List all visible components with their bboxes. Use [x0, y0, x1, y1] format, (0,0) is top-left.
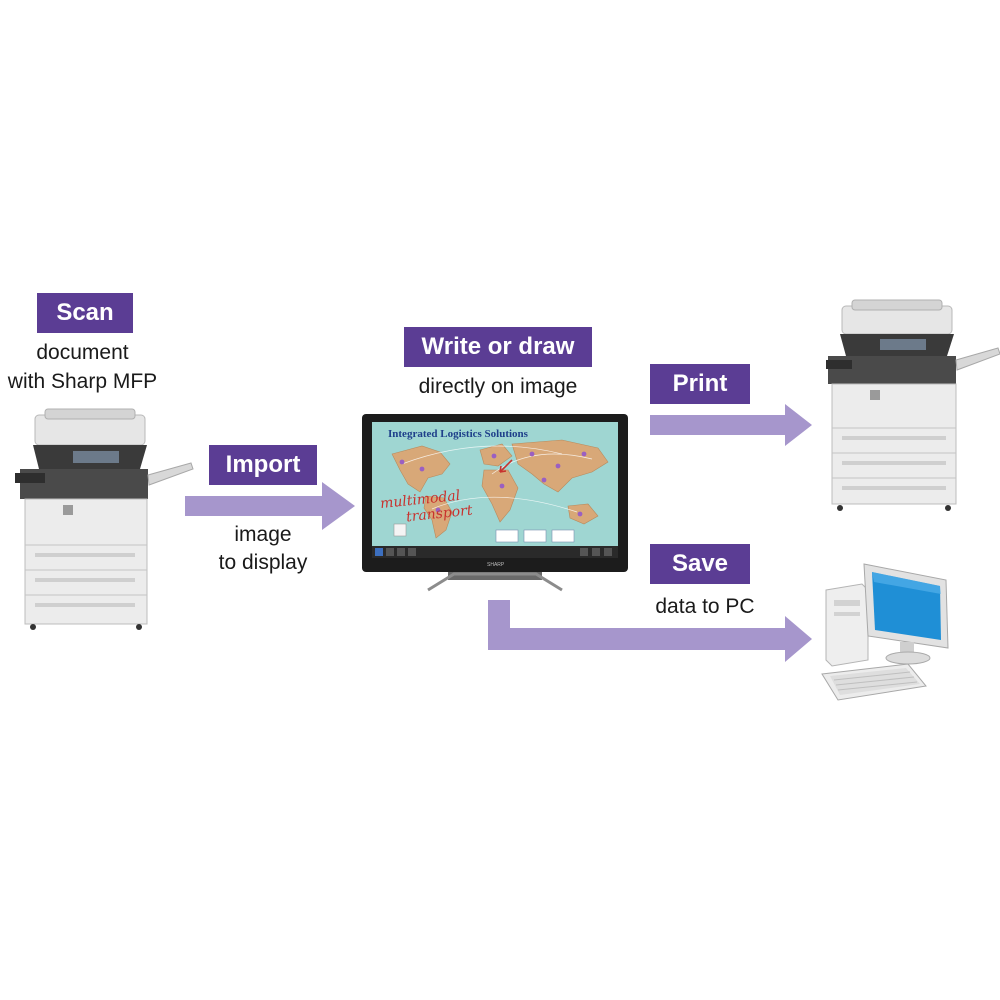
import-caption-line2: to display	[218, 551, 308, 574]
mfp-printer-icon	[15, 408, 194, 630]
mfp-printer-icon	[826, 299, 1000, 511]
save-label: Save	[650, 544, 750, 584]
print-label: Print	[650, 364, 750, 404]
write-caption-line1: directly on image	[418, 375, 578, 398]
desktop-pc-icon	[825, 563, 949, 667]
scan-caption-line1: document	[36, 341, 129, 364]
save-caption-line1: data to PC	[655, 595, 755, 618]
brand-label: SHARP	[487, 562, 505, 568]
interactive-display-icon	[362, 414, 628, 592]
import-label: Import	[209, 445, 317, 485]
write-label: Write or draw	[404, 327, 592, 367]
import-caption-line1: image	[234, 523, 292, 546]
screen-title: Integrated Logistics Solutions	[388, 428, 528, 440]
scan-label: Scan	[37, 293, 133, 333]
keyboard-icon	[821, 663, 927, 701]
scan-caption-line2: with Sharp MFP	[7, 370, 158, 393]
